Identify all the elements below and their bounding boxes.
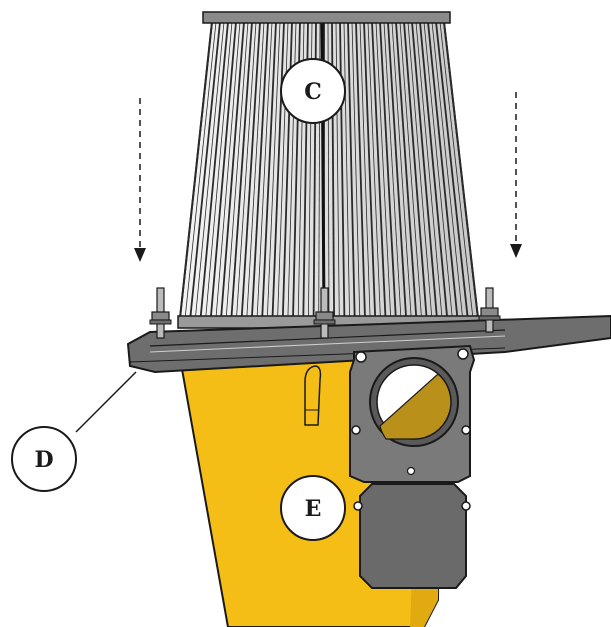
filter-pleat-line	[415, 21, 443, 319]
filter-pleat-line	[246, 21, 265, 319]
filter-pleat-line	[423, 21, 453, 319]
filter-pleat-line	[391, 21, 412, 319]
filter-pleat-line	[236, 21, 257, 319]
gate-opening	[369, 357, 459, 447]
gate-bolt	[406, 466, 416, 476]
callout-e-label: E	[305, 496, 322, 522]
filter-pleat-line	[395, 21, 418, 319]
down-arrow-left-icon	[134, 98, 146, 262]
filter-pleat-line	[435, 21, 469, 319]
callout-d-leader	[75, 371, 137, 433]
filter-pleat-line	[230, 21, 253, 319]
filter-pleat-line	[355, 21, 366, 319]
filter-pleat-line	[251, 21, 269, 319]
gate-bolt	[457, 348, 469, 360]
gate-bolt	[353, 501, 363, 511]
filter-pleat-line	[179, 21, 213, 319]
filter-pleat-line	[443, 21, 479, 319]
filter-pleat-line	[387, 21, 407, 319]
mounting-studs	[149, 287, 501, 339]
filter-pleat-line	[379, 21, 397, 319]
filter-pleat-line	[359, 21, 371, 319]
gate-slide-plate	[359, 483, 467, 589]
filter-pleat-line	[215, 21, 241, 319]
callout-c-label: C	[304, 79, 322, 105]
filter-pleat-line	[199, 21, 229, 319]
filter-pleat-line	[220, 21, 245, 319]
filter-pleat-line	[240, 21, 261, 319]
filter-pleat-line	[184, 21, 217, 319]
filter-pleat-line	[375, 21, 392, 319]
filter-pleat-line	[271, 21, 285, 319]
filter-pleat-line	[363, 21, 377, 319]
filter-pleat-line	[431, 21, 463, 319]
filter-pleat-line	[343, 21, 350, 319]
filter-pleat-line	[256, 21, 273, 319]
callout-e: E	[280, 475, 346, 541]
filter-pleat-line	[189, 21, 221, 319]
stud-left	[149, 287, 172, 339]
filter-pleat-line	[261, 21, 277, 319]
gate-bolt	[355, 351, 367, 363]
blast-gate	[349, 344, 476, 589]
filter-pleat-line	[205, 21, 233, 319]
pleated-filter-cartridge	[177, 11, 481, 329]
gate-bolt	[351, 425, 361, 435]
hopper-tube	[304, 365, 322, 426]
filter-pleat-line	[371, 21, 387, 319]
gate-bolt	[461, 425, 471, 435]
filter-pleat-line	[351, 21, 361, 319]
filter-pleat-line	[277, 21, 289, 319]
filter-pleat-line	[225, 21, 249, 319]
filter-pleat-line	[347, 21, 356, 319]
filter-pleat-line	[383, 21, 402, 319]
filter-pleat-line	[411, 21, 438, 319]
filter-pleat-line	[367, 21, 381, 319]
filter-pleat-line	[266, 21, 281, 319]
callout-d-label: D	[34, 447, 53, 473]
filter-pleat-line	[419, 21, 449, 319]
gate-bolt	[461, 501, 471, 511]
stud-right	[478, 287, 501, 333]
filter-pleat-line	[399, 21, 422, 319]
down-arrow-right-icon	[510, 92, 522, 258]
filter-pleat-line	[439, 21, 474, 319]
filter-pleat-line	[407, 21, 433, 319]
filter-pleat-line	[195, 21, 225, 319]
stud-center	[313, 287, 336, 339]
filter-pleat-line	[209, 21, 237, 319]
filter-top-cap	[202, 11, 451, 24]
callout-d: D	[11, 426, 77, 492]
filter-pleat-line	[403, 21, 428, 319]
filter-pleat-line	[339, 21, 346, 319]
filter-pleat-line	[427, 21, 459, 319]
callout-c: C	[280, 58, 346, 124]
